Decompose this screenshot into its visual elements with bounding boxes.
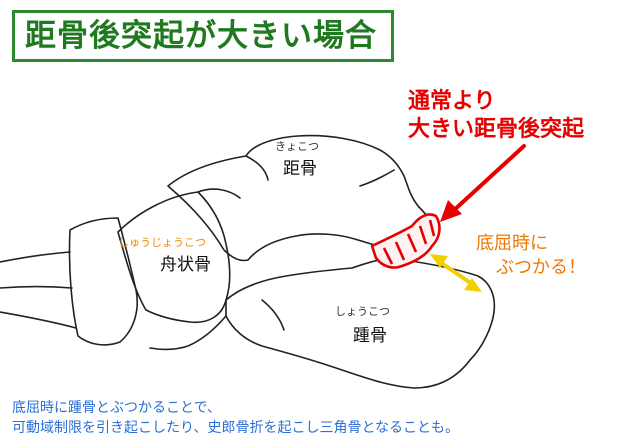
posterior-process-highlight: [370, 213, 441, 269]
callout-line-2: 大きい距骨後突起: [408, 117, 585, 142]
note-line-1: 底屈時に: [476, 233, 548, 254]
navicular-label: 舟状骨: [160, 255, 211, 275]
callout-arrow: [440, 144, 526, 222]
callout-line-1: 通常より: [408, 89, 496, 114]
collision-note: 底屈時に ぶつかる！: [476, 232, 586, 280]
talus-ruby: きょこつ: [275, 140, 319, 153]
caption-line-2: 可動域制限を引き起こしたり、史郎骨折を起こし三角骨となることも。: [12, 420, 460, 436]
metatarsal-bones: [0, 251, 77, 329]
caption-line-1: 底屈時に踵骨とぶつかることで、: [12, 400, 222, 416]
diagram-title: 距骨後突起が大きい場合: [12, 10, 394, 62]
collision-arrow: [430, 254, 482, 292]
calcaneus-ruby: しょうこつ: [335, 305, 390, 318]
calcaneus-bone: [225, 257, 496, 389]
talus-label: 距骨: [283, 159, 317, 179]
navicular-ruby: しゅうじょうこつ: [118, 236, 206, 249]
note-line-2: ぶつかる！: [496, 257, 586, 278]
calcaneus-label: 踵骨: [353, 326, 387, 346]
posterior-process-callout: 通常より 大きい距骨後突起: [408, 88, 584, 144]
cuneiform-bone: [68, 217, 138, 346]
explanation-caption: 底屈時に踵骨とぶつかることで、 可動域制限を引き起こしたり、史郎骨折を起こし三角…: [12, 398, 459, 438]
